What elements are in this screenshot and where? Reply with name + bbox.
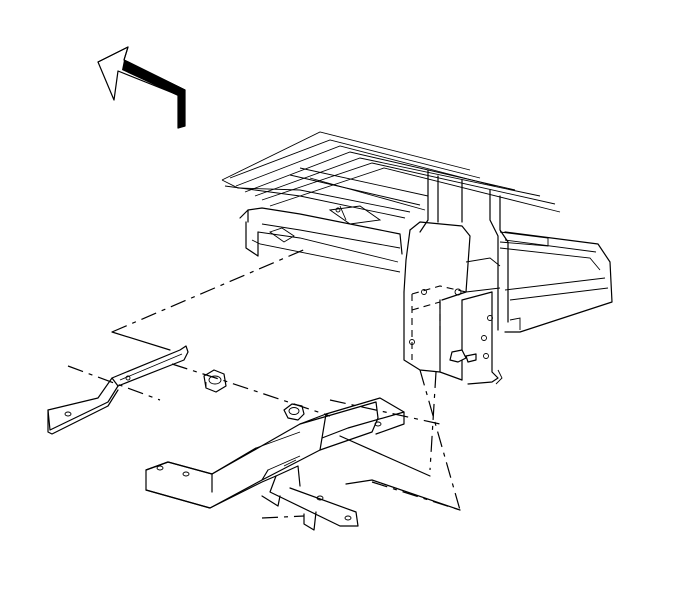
- lower-mounting-bracket: [145, 397, 405, 531]
- spring-hanger-bracket: [47, 345, 189, 435]
- vehicle-frame-assembly: [221, 131, 613, 385]
- alignment-lines: [67, 247, 461, 519]
- nut: [283, 403, 305, 421]
- nut: [203, 369, 227, 393]
- direction-arrow-icon: [97, 46, 186, 129]
